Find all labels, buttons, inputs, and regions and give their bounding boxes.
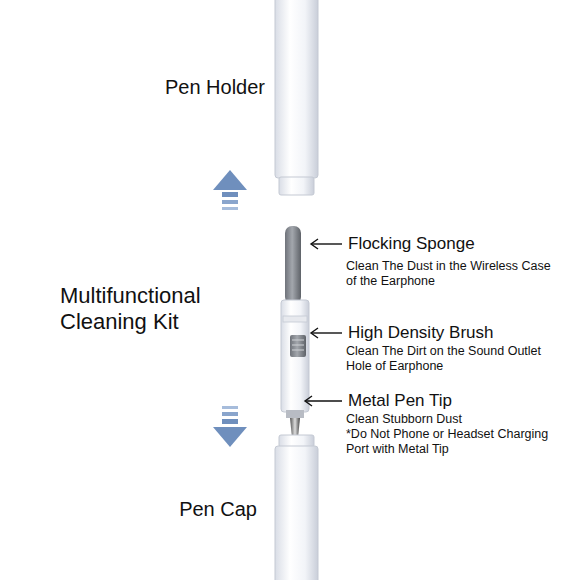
part-name: High Density Brush — [348, 323, 573, 343]
part-name: Metal Pen Tip — [348, 391, 573, 411]
part-name: Pen Cap — [120, 498, 257, 522]
part-name: Pen Holder — [120, 76, 265, 100]
part-note: Clean Stubborn Dust — [346, 412, 560, 427]
part-note: Clean The Dirt on the Sound Outlet Hole … — [346, 344, 560, 374]
kit-title: Multifunctional Cleaning Kit — [60, 283, 250, 335]
part-name: Flocking Sponge — [348, 234, 573, 254]
warning-note: *Do Not Phone or Headset Charging Port w… — [346, 427, 560, 457]
part-note: Clean The Dust in the Wireless Case of t… — [346, 259, 560, 289]
